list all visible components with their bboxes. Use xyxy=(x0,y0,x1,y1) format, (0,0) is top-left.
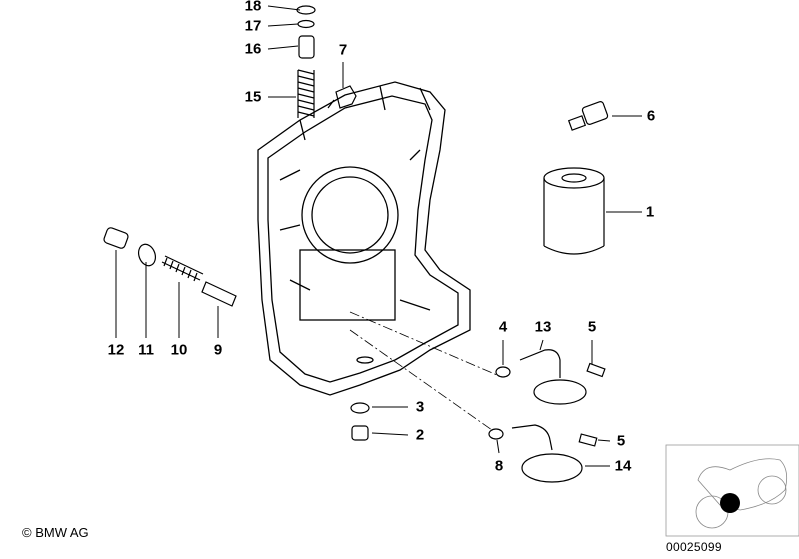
leader-lines xyxy=(115,5,642,467)
callout-6[interactable]: 6 xyxy=(646,107,656,125)
part-3-2 xyxy=(350,402,370,441)
part-12-9-assembly xyxy=(103,227,237,307)
callout-2[interactable]: 2 xyxy=(415,426,425,444)
callout-7[interactable]: 7 xyxy=(338,41,348,59)
part-7-fitting xyxy=(327,85,357,109)
part-6-oil-pressure-switch xyxy=(567,101,609,131)
callout-5-upper[interactable]: 5 xyxy=(587,318,597,336)
callout-4[interactable]: 4 xyxy=(498,318,508,336)
part-relief-valve xyxy=(296,5,316,118)
callout-10[interactable]: 10 xyxy=(170,341,188,359)
crankcase xyxy=(257,81,471,396)
callout-14[interactable]: 14 xyxy=(614,457,632,475)
callout-8[interactable]: 8 xyxy=(494,457,504,475)
callout-15[interactable]: 15 xyxy=(244,88,262,106)
callout-5-lower[interactable]: 5 xyxy=(616,432,626,450)
location-marker-dot xyxy=(720,493,740,513)
part-1-oil-filter xyxy=(543,167,605,255)
callout-11[interactable]: 11 xyxy=(138,341,154,359)
motorcycle-thumbnail xyxy=(665,444,799,537)
callout-12[interactable]: 12 xyxy=(107,341,125,359)
callout-9[interactable]: 9 xyxy=(213,341,223,359)
callout-16[interactable]: 16 xyxy=(244,40,262,58)
callout-1[interactable]: 1 xyxy=(645,203,655,221)
callout-18[interactable]: 18 xyxy=(244,0,262,15)
part-13-oil-pickup xyxy=(495,349,606,405)
part-8-14-oil-pickup xyxy=(488,424,598,483)
callout-17[interactable]: 17 xyxy=(244,17,262,35)
copyright-text: © BMW AG xyxy=(22,525,89,540)
diagram-part-number: 00025099 xyxy=(666,540,722,554)
callout-3[interactable]: 3 xyxy=(415,398,425,416)
callout-13[interactable]: 13 xyxy=(534,318,552,336)
